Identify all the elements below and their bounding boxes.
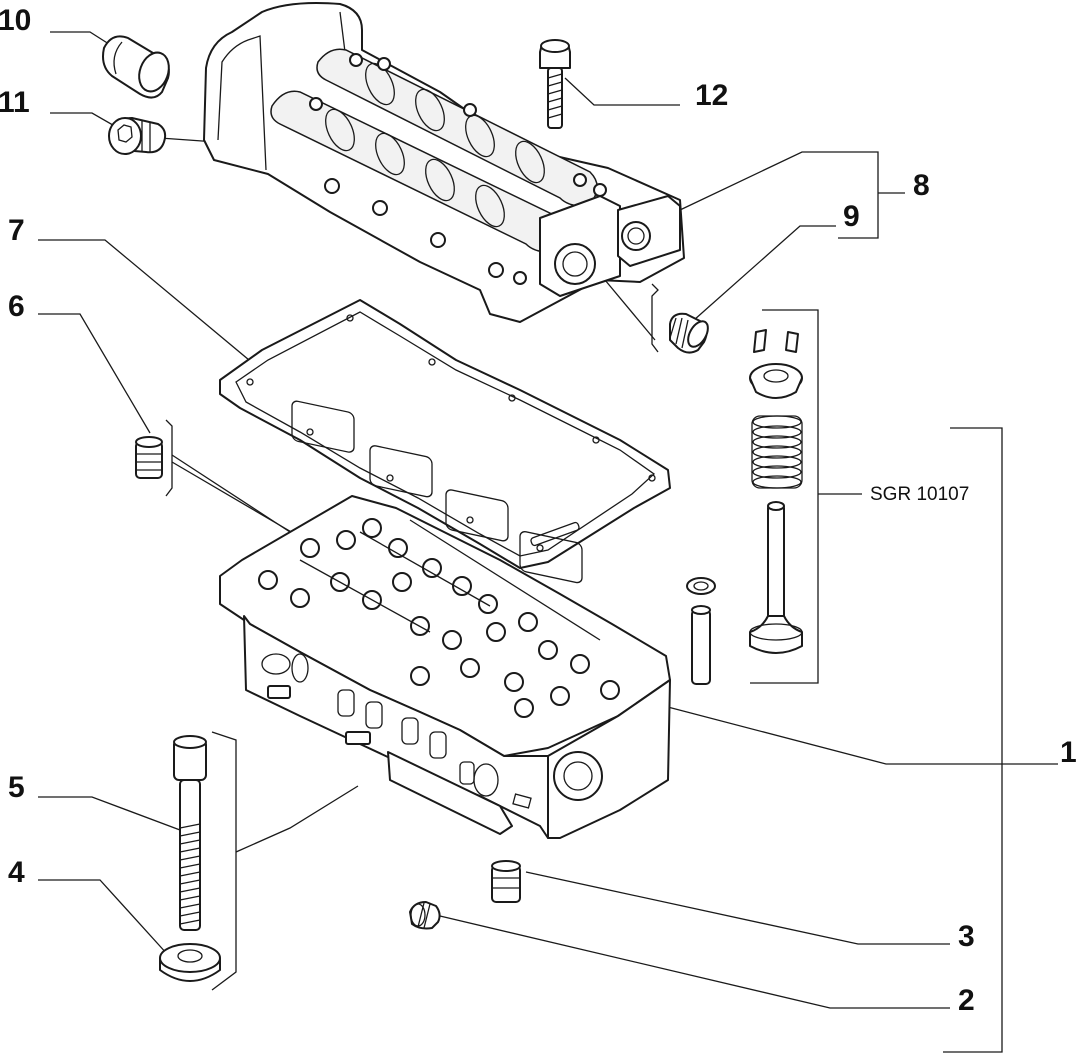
reference-code: SGR 10107 (870, 484, 969, 505)
callout-3: 3 (958, 920, 975, 953)
callout-12: 12 (695, 79, 728, 112)
hex-plug-part-11 (108, 117, 167, 155)
dowel-part-3 (491, 860, 521, 903)
valve-assembly (749, 329, 803, 654)
camshaft-housing-part-8 (203, 2, 685, 323)
cylinder-head-part-1 (219, 495, 671, 839)
valve-guide (686, 577, 716, 685)
callout-11: 11 (0, 86, 30, 119)
bolt-part-12 (539, 39, 571, 129)
callout-9: 9 (843, 200, 860, 233)
dowel-part-6 (135, 436, 163, 479)
plug-part-9 (669, 312, 709, 354)
callout-7: 7 (8, 214, 25, 247)
callout-6: 6 (8, 290, 25, 323)
head-gasket-part-7 (219, 299, 671, 584)
callout-2: 2 (958, 984, 975, 1017)
plug-part-10 (102, 35, 170, 99)
callout-1: 1 (1060, 736, 1077, 769)
washer-part-4 (159, 943, 221, 982)
plug-part-2 (409, 901, 441, 930)
callout-5: 5 (8, 771, 25, 804)
head-bolt-part-5 (173, 735, 207, 931)
leader-lines (38, 31, 1058, 1053)
callout-4: 4 (8, 856, 25, 889)
callout-10: 10 (0, 4, 31, 37)
callout-8: 8 (913, 169, 930, 202)
